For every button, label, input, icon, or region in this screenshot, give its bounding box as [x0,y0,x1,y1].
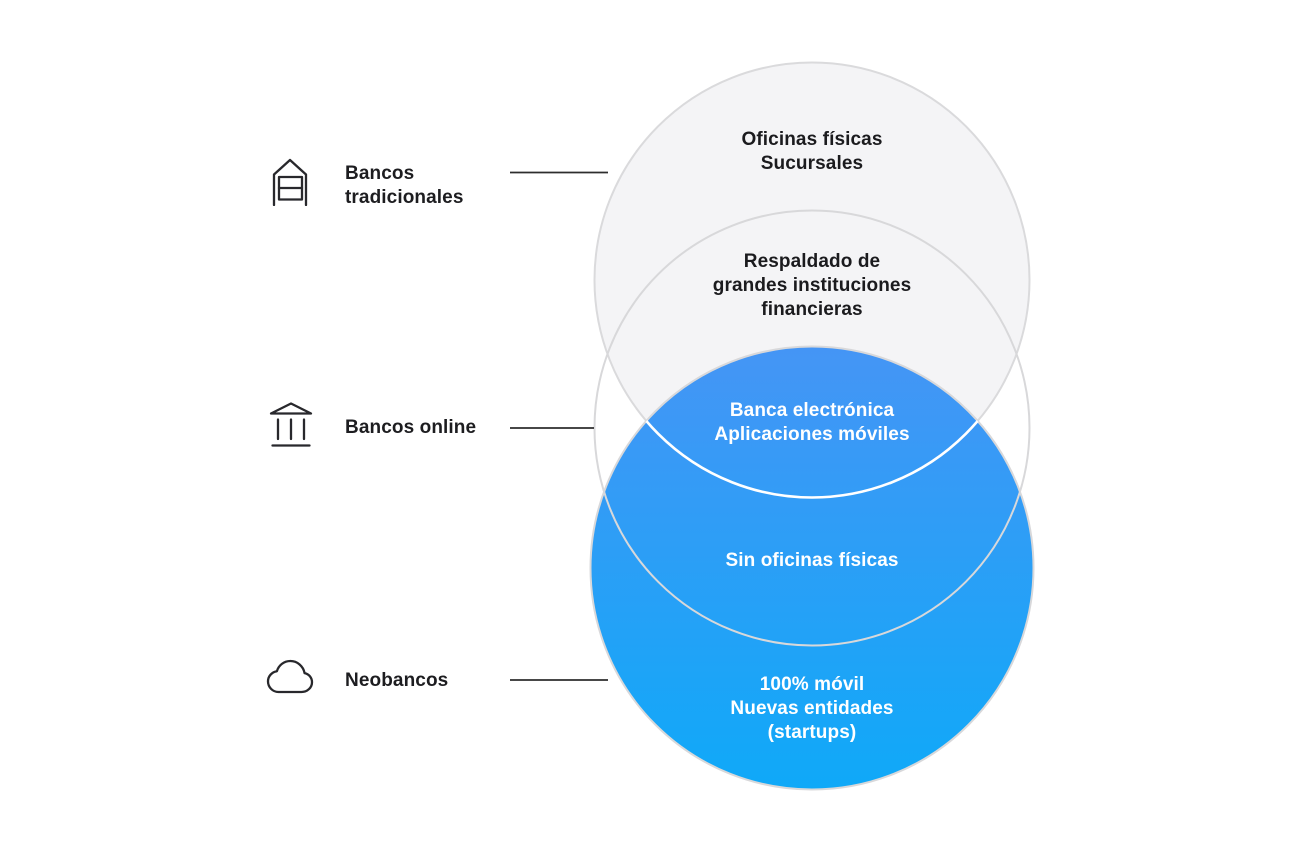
circle-bancos-online [593,209,1031,647]
legend-label-bancos-online: Bancos online [345,417,477,438]
region-label-tradicionales-only: Oficinas físicas Sucursales [741,129,883,174]
overlap-arc-tradicionales-on-blue [593,346,1031,499]
legend-label-neobancos: Neobancos [345,670,449,691]
circle-neobancos [589,345,1035,791]
cloud-icon [265,656,316,697]
region-label-neobancos-only: 100% móvil Nuevas entidades (startups) [730,674,894,743]
region-label-online-neobancos-upper: Banca electrónica Aplicaciones móviles [714,400,910,445]
legend-label-bancos-tradicionales: Bancos tradicionales [345,163,464,208]
region-label-online-neobancos-lower: Sin oficinas físicas [725,550,899,571]
bank-columns-icon [269,402,313,448]
bank-building-icon [272,158,308,206]
region-label-tradicionales-online-overlap: Respaldado de grandes instituciones fina… [712,251,912,320]
